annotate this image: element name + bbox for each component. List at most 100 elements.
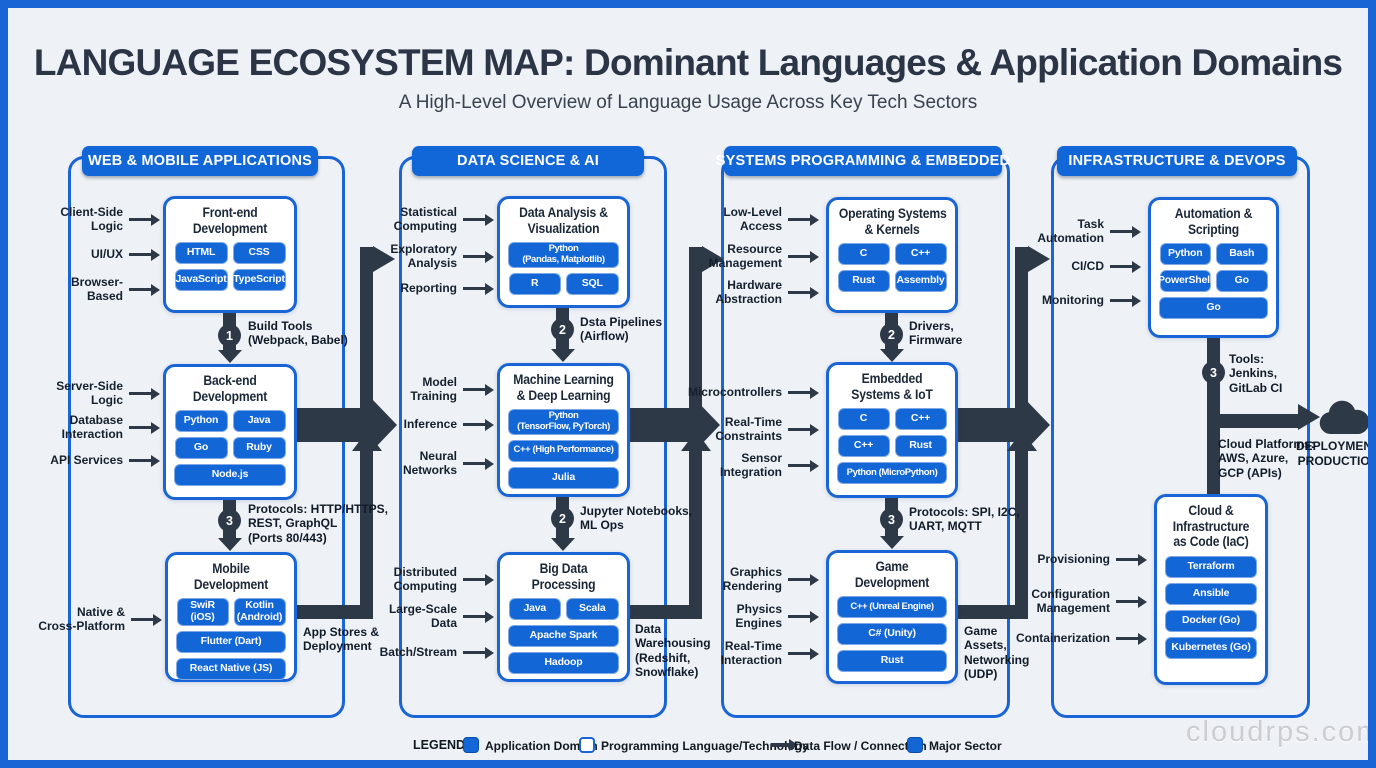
box-title: Mobile Development	[193, 561, 269, 592]
down-arrowhead-icon	[880, 349, 904, 362]
tag-python-tensorflow: Python (TensorFlow, PyTorch)	[508, 409, 619, 435]
box-title: Game Development	[854, 559, 930, 590]
flow-elbow-bar	[1015, 451, 1028, 613]
box-title: Automation & Scripting	[1174, 206, 1253, 237]
right-arrow-icon	[1110, 299, 1132, 303]
right-arrow-icon	[788, 428, 810, 432]
right-arrow-icon	[788, 578, 810, 582]
tag-hadoop: Hadoop	[508, 652, 619, 675]
tag-nodejs: Node.js	[174, 464, 286, 487]
flow-elbow-bar	[297, 605, 373, 619]
side-label-server-side: Server-Side Logic	[51, 379, 161, 407]
tag-python: Python	[1159, 243, 1211, 266]
domain-box-automation: Automation & Scripting Python Bash Power…	[1148, 197, 1279, 338]
step-circle: 3	[1202, 361, 1225, 384]
right-arrowhead-icon	[702, 246, 724, 272]
flow-note-protocols-http: Protocols: HTTP/HTTPS, REST, GraphQL (Po…	[248, 502, 389, 545]
up-arrowhead-icon	[352, 431, 382, 451]
domain-box-machine-learning: Machine Learning & Deep Learning Python …	[497, 363, 630, 497]
tag-list: Python Bash PowerShell Go Go	[1155, 243, 1272, 320]
up-arrowhead-icon	[681, 431, 711, 451]
domain-box-mobile: Mobile Development SwiR (iOS) Kotlin (An…	[165, 552, 297, 682]
tag-list: Python (TensorFlow, PyTorch) C++ (High P…	[504, 409, 623, 489]
tag-go: Go	[1159, 297, 1268, 320]
tag-flutter-dart: Flutter (Dart)	[176, 630, 286, 653]
side-label-realtime-constraints: Real-Time Constraints	[708, 415, 820, 443]
side-label-physics: Physics Engines	[708, 602, 820, 630]
flow-elbow-up	[360, 247, 373, 425]
side-label-task-automation: Task Automation	[1032, 217, 1142, 245]
tag-rust: Rust	[894, 435, 947, 458]
tag-javascript: JavaScript	[174, 269, 228, 292]
tag-julia: Julia	[508, 466, 619, 489]
page-subtitle: A High-Level Overview of Language Usage …	[398, 92, 978, 113]
step-circle: 1	[218, 324, 241, 347]
sector-header-devops: INFRASTRUCTURE & DEVOPS	[1057, 146, 1297, 176]
side-label-microcontrollers: Microcontrollers	[688, 385, 820, 400]
legend-swatch-application-domain	[463, 737, 479, 753]
right-arrow-icon	[129, 288, 151, 292]
flow-elbow-up	[1015, 247, 1028, 425]
side-label-browser: Browser- Based	[51, 275, 161, 303]
flow-elbow-up	[689, 247, 702, 425]
legend-swatch-major-sector	[907, 737, 923, 753]
flow-elbow-bar	[630, 605, 702, 619]
sector-header-systems: SYSTEMS PROGRAMMING & EMBEDDED	[716, 146, 1010, 176]
tag-list: C++ (Unreal Engine) C# (Unity) Rust	[833, 596, 951, 673]
side-label-model-training: Model Training	[385, 375, 495, 403]
tag-cpp: C++	[894, 408, 947, 431]
right-arrow-icon	[463, 651, 485, 655]
deployment-production-label: DEPLOYMENT / PRODUCTION	[1296, 439, 1376, 468]
down-arrowhead-icon	[880, 536, 904, 549]
legend-item-language: Programming Language/Technology	[601, 739, 809, 753]
right-arrow-icon	[788, 652, 810, 656]
watermark: cloudrps.com	[1186, 716, 1376, 748]
side-label-monitoring: Monitoring	[1032, 293, 1142, 308]
box-title: Front-end Development	[192, 205, 268, 236]
tag-list: Terraform Ansible Docker (Go) Kubernetes…	[1161, 555, 1261, 659]
side-label-large-scale: Large-Scale Data	[385, 602, 495, 630]
right-arrowhead-icon	[1028, 246, 1050, 272]
side-label-client-side: Client-Side Logic	[51, 205, 161, 233]
tag-list: C C++ C++ Rust Python (MicroPython)	[833, 408, 951, 485]
domain-box-operating-systems: Operating Systems & Kernels C C++ Rust A…	[826, 197, 958, 313]
domain-box-embedded-iot: Embedded Systems & IoT C C++ C++ Rust Py…	[826, 362, 958, 498]
side-label-native: Native & Cross-Platform	[31, 605, 163, 633]
tag-cpp: C++	[894, 243, 947, 266]
domain-box-frontend: Front-end Development HTML CSS JavaScrip…	[163, 196, 297, 313]
right-arrowhead-icon	[373, 246, 395, 272]
right-arrow-icon	[463, 287, 485, 291]
tag-c: C	[837, 243, 890, 266]
right-arrow-icon	[463, 462, 485, 466]
right-arrow-icon	[129, 253, 151, 257]
side-label-configuration: Configuration Management	[1030, 587, 1148, 615]
side-label-cicd: CI/CD	[1032, 259, 1142, 274]
tag-ansible: Ansible	[1165, 582, 1257, 605]
tag-scala: Scala	[566, 598, 619, 621]
box-title: Big Data Processing	[531, 561, 596, 592]
right-arrow-icon	[463, 423, 485, 427]
box-title: Operating Systems & Kernels	[838, 206, 947, 237]
tag-terraform: Terraform	[1165, 555, 1257, 578]
right-arrow-icon	[129, 218, 151, 222]
domain-box-data-analysis: Data Analysis & Visualization Python (Pa…	[497, 196, 630, 308]
step-circle: 3	[880, 508, 903, 531]
right-arrow-icon	[463, 255, 485, 259]
right-arrow-icon	[788, 218, 810, 222]
tag-docker: Docker (Go)	[1165, 609, 1257, 632]
side-label-graphics: Graphics Rendering	[708, 565, 820, 593]
tag-rust: Rust	[837, 270, 890, 293]
right-arrow-icon	[129, 459, 151, 463]
flow-elbow-bar	[689, 451, 702, 619]
tag-sql: SQL	[566, 272, 619, 295]
side-label-hardware: Hardware Abstraction	[708, 278, 820, 306]
down-arrowhead-icon	[551, 538, 575, 551]
right-arrow-icon	[788, 291, 810, 295]
side-label-database: Database Interaction	[51, 413, 161, 441]
tag-go: Go	[174, 437, 228, 460]
box-title: Cloud & Infrastructure as Code (IaC)	[1172, 503, 1250, 550]
page-title: LANGUAGE ECOSYSTEM MAP: Dominant Languag…	[33, 42, 1343, 83]
flow-note-protocols-spi: Protocols: SPI, I2C, UART, MQTT	[909, 505, 1020, 534]
tag-java: Java	[508, 598, 561, 621]
side-label-neural: Neural Networks	[385, 449, 495, 477]
